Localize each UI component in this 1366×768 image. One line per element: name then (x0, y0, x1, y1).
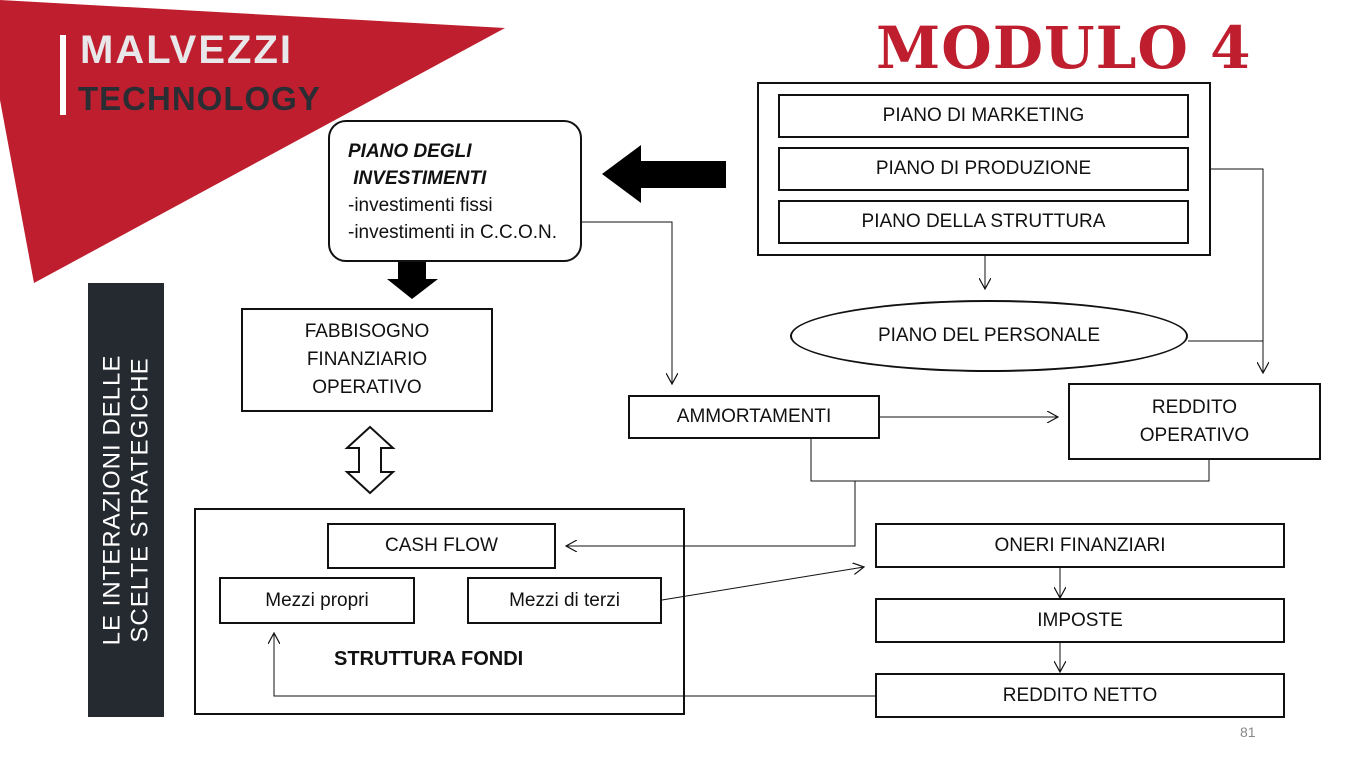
taxes-box: IMPOSTE (875, 598, 1285, 643)
fund-structure-label: STRUTTURA FONDI (334, 648, 524, 670)
operating-income-line-2: OPERATIVO (1139, 424, 1250, 446)
brand-banner (0, 0, 505, 283)
investment-item-ccon: -investimenti in C.C.O.N. (348, 222, 558, 243)
net-income-box: REDDITO NETTO (875, 673, 1285, 718)
operating-income-box: REDDITO OPERATIVO (1068, 383, 1321, 460)
logo-text-technology: TECHNOLOGY (78, 80, 321, 117)
investment-plan-title-1: PIANO DEGLI (348, 141, 472, 162)
production-plan-box: PIANO DI PRODUZIONE (778, 147, 1189, 191)
logo-divider (60, 35, 66, 115)
amortization-box: AMMORTAMENTI (628, 395, 880, 439)
down-arrow (387, 262, 438, 299)
page-number: 81 (1240, 724, 1256, 740)
sidebar-vertical-title: LE INTERAZIONI DELLE SCELTE STRATEGICHE (88, 283, 164, 717)
logo-text-malvezzi: MALVEZZI (80, 28, 294, 72)
own-funds-box: Mezzi propri (219, 577, 415, 624)
personnel-plan-ellipse: PIANO DEL PERSONALE (790, 300, 1188, 372)
plans-container (757, 82, 1211, 256)
double-arrow (344, 425, 396, 495)
cash-flow-box: CASH FLOW (327, 523, 556, 569)
structure-plan-box: PIANO DELLA STRUTTURA (778, 200, 1189, 244)
financial-need-line-3: OPERATIVO (312, 377, 422, 398)
financial-need-line-2: FINANZIARIO (306, 349, 428, 370)
third-party-funds-box: Mezzi di terzi (467, 577, 662, 624)
financial-charges-box: ONERI FINANZIARI (875, 523, 1285, 568)
investment-plan-title-2: INVESTIMENTI (348, 168, 487, 189)
financial-need-line-1: FABBISOGNO (304, 321, 430, 342)
big-left-arrow (602, 145, 726, 203)
operating-income-line-1: REDDITO (1151, 396, 1238, 418)
fund-structure-container (194, 508, 685, 715)
investment-item-fixed: -investimenti fissi (348, 195, 493, 216)
marketing-plan-box: PIANO DI MARKETING (778, 94, 1189, 138)
investment-plan-box: PIANO DEGLI INVESTIMENTI -investimenti f… (328, 120, 582, 262)
financial-need-box: FABBISOGNO FINANZIARIO OPERATIVO (241, 308, 493, 412)
slide-title: MODULO 4 (876, 14, 1252, 82)
